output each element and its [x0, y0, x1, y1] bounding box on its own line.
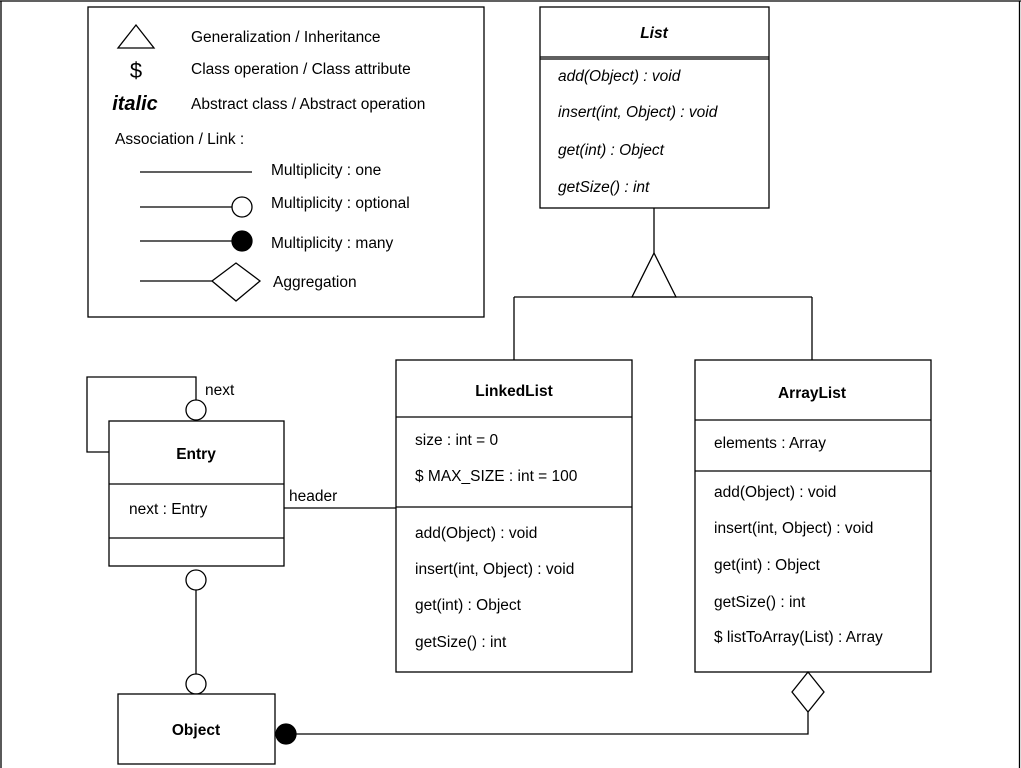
list-box: [539, 6, 770, 209]
linkedlist-operation: add(Object) : void: [415, 525, 537, 542]
object-optional-circle-icon: [185, 673, 207, 695]
legend-aggregation-label: Aggregation: [273, 274, 357, 291]
class-list: List add(Object) : void insert(int, Obje…: [539, 6, 770, 209]
arraylist-operation: add(Object) : void: [714, 484, 836, 501]
list-class-name: List: [640, 25, 668, 42]
object-box: [117, 693, 276, 765]
dollar-symbol-icon: $: [130, 58, 142, 83]
list-operation: add(Object) : void: [558, 68, 682, 85]
linkedlist-operation: getSize() : int: [415, 634, 507, 651]
next-association-label: next: [205, 382, 235, 399]
list-operation: insert(int, Object) : void: [558, 104, 719, 121]
many-filled-circle-icon: [231, 230, 253, 252]
generalization-connector: [513, 208, 813, 360]
legend-box: [87, 6, 485, 318]
class-linkedlist: LinkedList size : int = 0 $ MAX_SIZE : i…: [395, 359, 633, 673]
arraylist-attribute: elements : Array: [714, 435, 826, 452]
next-loop-line: [86, 376, 197, 453]
arraylist-box: [694, 359, 932, 673]
entry-self-association: next: [86, 376, 235, 453]
class-arraylist: ArrayList elements : Array add(Object) :…: [694, 359, 932, 673]
italic-symbol-icon: italic: [112, 93, 158, 115]
legend-mult-many-label: Multiplicity : many: [271, 235, 394, 252]
legend-abstract-label: Abstract class / Abstract operation: [191, 96, 425, 113]
arraylist-operation: getSize() : int: [714, 594, 806, 611]
linkedlist-operation: insert(int, Object) : void: [415, 561, 574, 578]
object-class-name: Object: [172, 722, 220, 739]
aggregation-association: [275, 670, 825, 745]
linkedlist-class-name: LinkedList: [475, 383, 553, 400]
header-association-label: header: [289, 488, 337, 505]
entry-attribute: next : Entry: [129, 501, 208, 518]
arraylist-operation: $ listToArray(List) : Array: [714, 629, 883, 646]
aggregation-diamond-icon: [210, 262, 262, 302]
entry-class-name: Entry: [176, 446, 216, 463]
optional-circle-icon: [231, 196, 253, 218]
legend-class-operation-label: Class operation / Class attribute: [191, 61, 411, 78]
class-entry: Entry next : Entry: [108, 420, 285, 567]
aggregation-line: [296, 712, 809, 735]
legend-generalization-label: Generalization / Inheritance: [191, 29, 381, 46]
many-filled-circle-icon: [275, 723, 297, 745]
legend: Generalization / Inheritance $ Class ope…: [87, 6, 485, 318]
linkedlist-operation: get(int) : Object: [415, 597, 522, 614]
linkedlist-attribute: $ MAX_SIZE : int = 100: [415, 468, 578, 485]
entry-object-association: [185, 569, 207, 695]
list-operation: getSize() : int: [558, 179, 650, 196]
list-operation: get(int) : Object: [558, 142, 665, 159]
next-optional-circle-icon: [185, 399, 207, 421]
legend-mult-optional-label: Multiplicity : optional: [271, 195, 410, 212]
arraylist-operation: get(int) : Object: [714, 557, 821, 574]
legend-association-title: Association / Link :: [115, 131, 244, 148]
linkedlist-attribute: size : int = 0: [415, 432, 499, 449]
arraylist-class-name: ArrayList: [778, 385, 846, 402]
entry-box: [108, 420, 285, 567]
generalization-triangle-icon: [630, 251, 678, 298]
generalization-triangle-icon: [116, 23, 156, 49]
linkedlist-box: [395, 359, 633, 673]
entry-optional-circle-icon: [185, 569, 207, 591]
arraylist-operation: insert(int, Object) : void: [714, 520, 873, 537]
header-association: header: [284, 488, 396, 509]
class-object: Object: [117, 693, 276, 765]
legend-mult-one-label: Multiplicity : one: [271, 162, 381, 179]
aggregation-diamond-icon: [791, 670, 825, 714]
